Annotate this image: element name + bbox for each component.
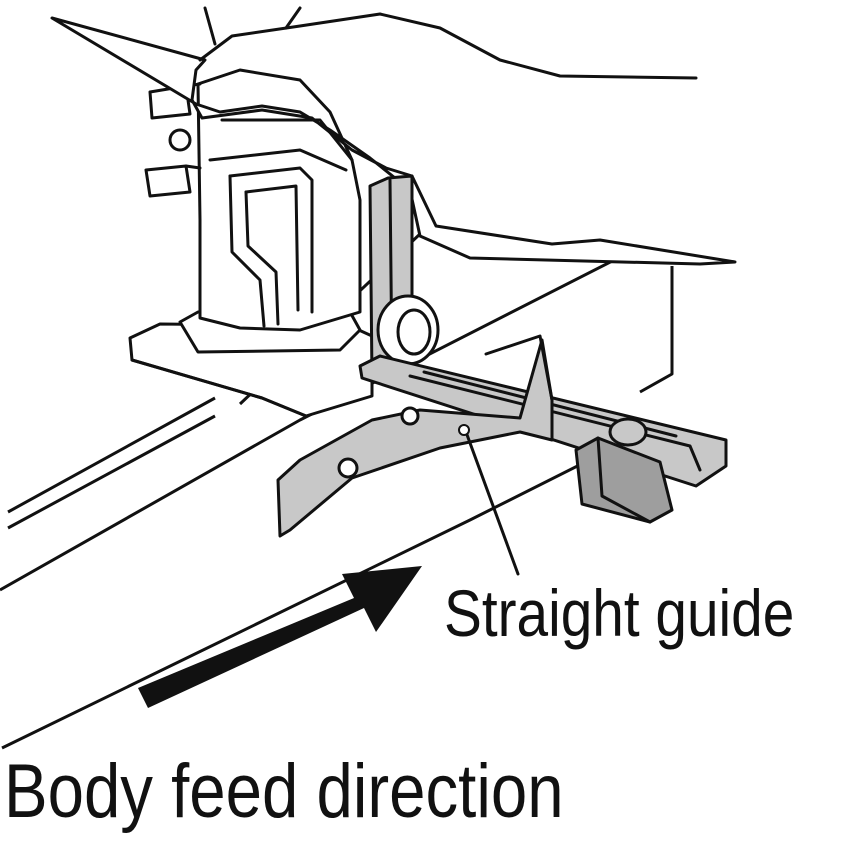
trimmer-router (128, 68, 374, 418)
operator-hand (50, 6, 737, 266)
straight-guide-label: Straight guide (444, 576, 795, 650)
straight-guide-leader (458, 424, 520, 576)
feed-direction-label: Body feed direction (4, 749, 564, 834)
feed-direction-arrow (138, 566, 422, 708)
straight-guide (276, 174, 728, 538)
